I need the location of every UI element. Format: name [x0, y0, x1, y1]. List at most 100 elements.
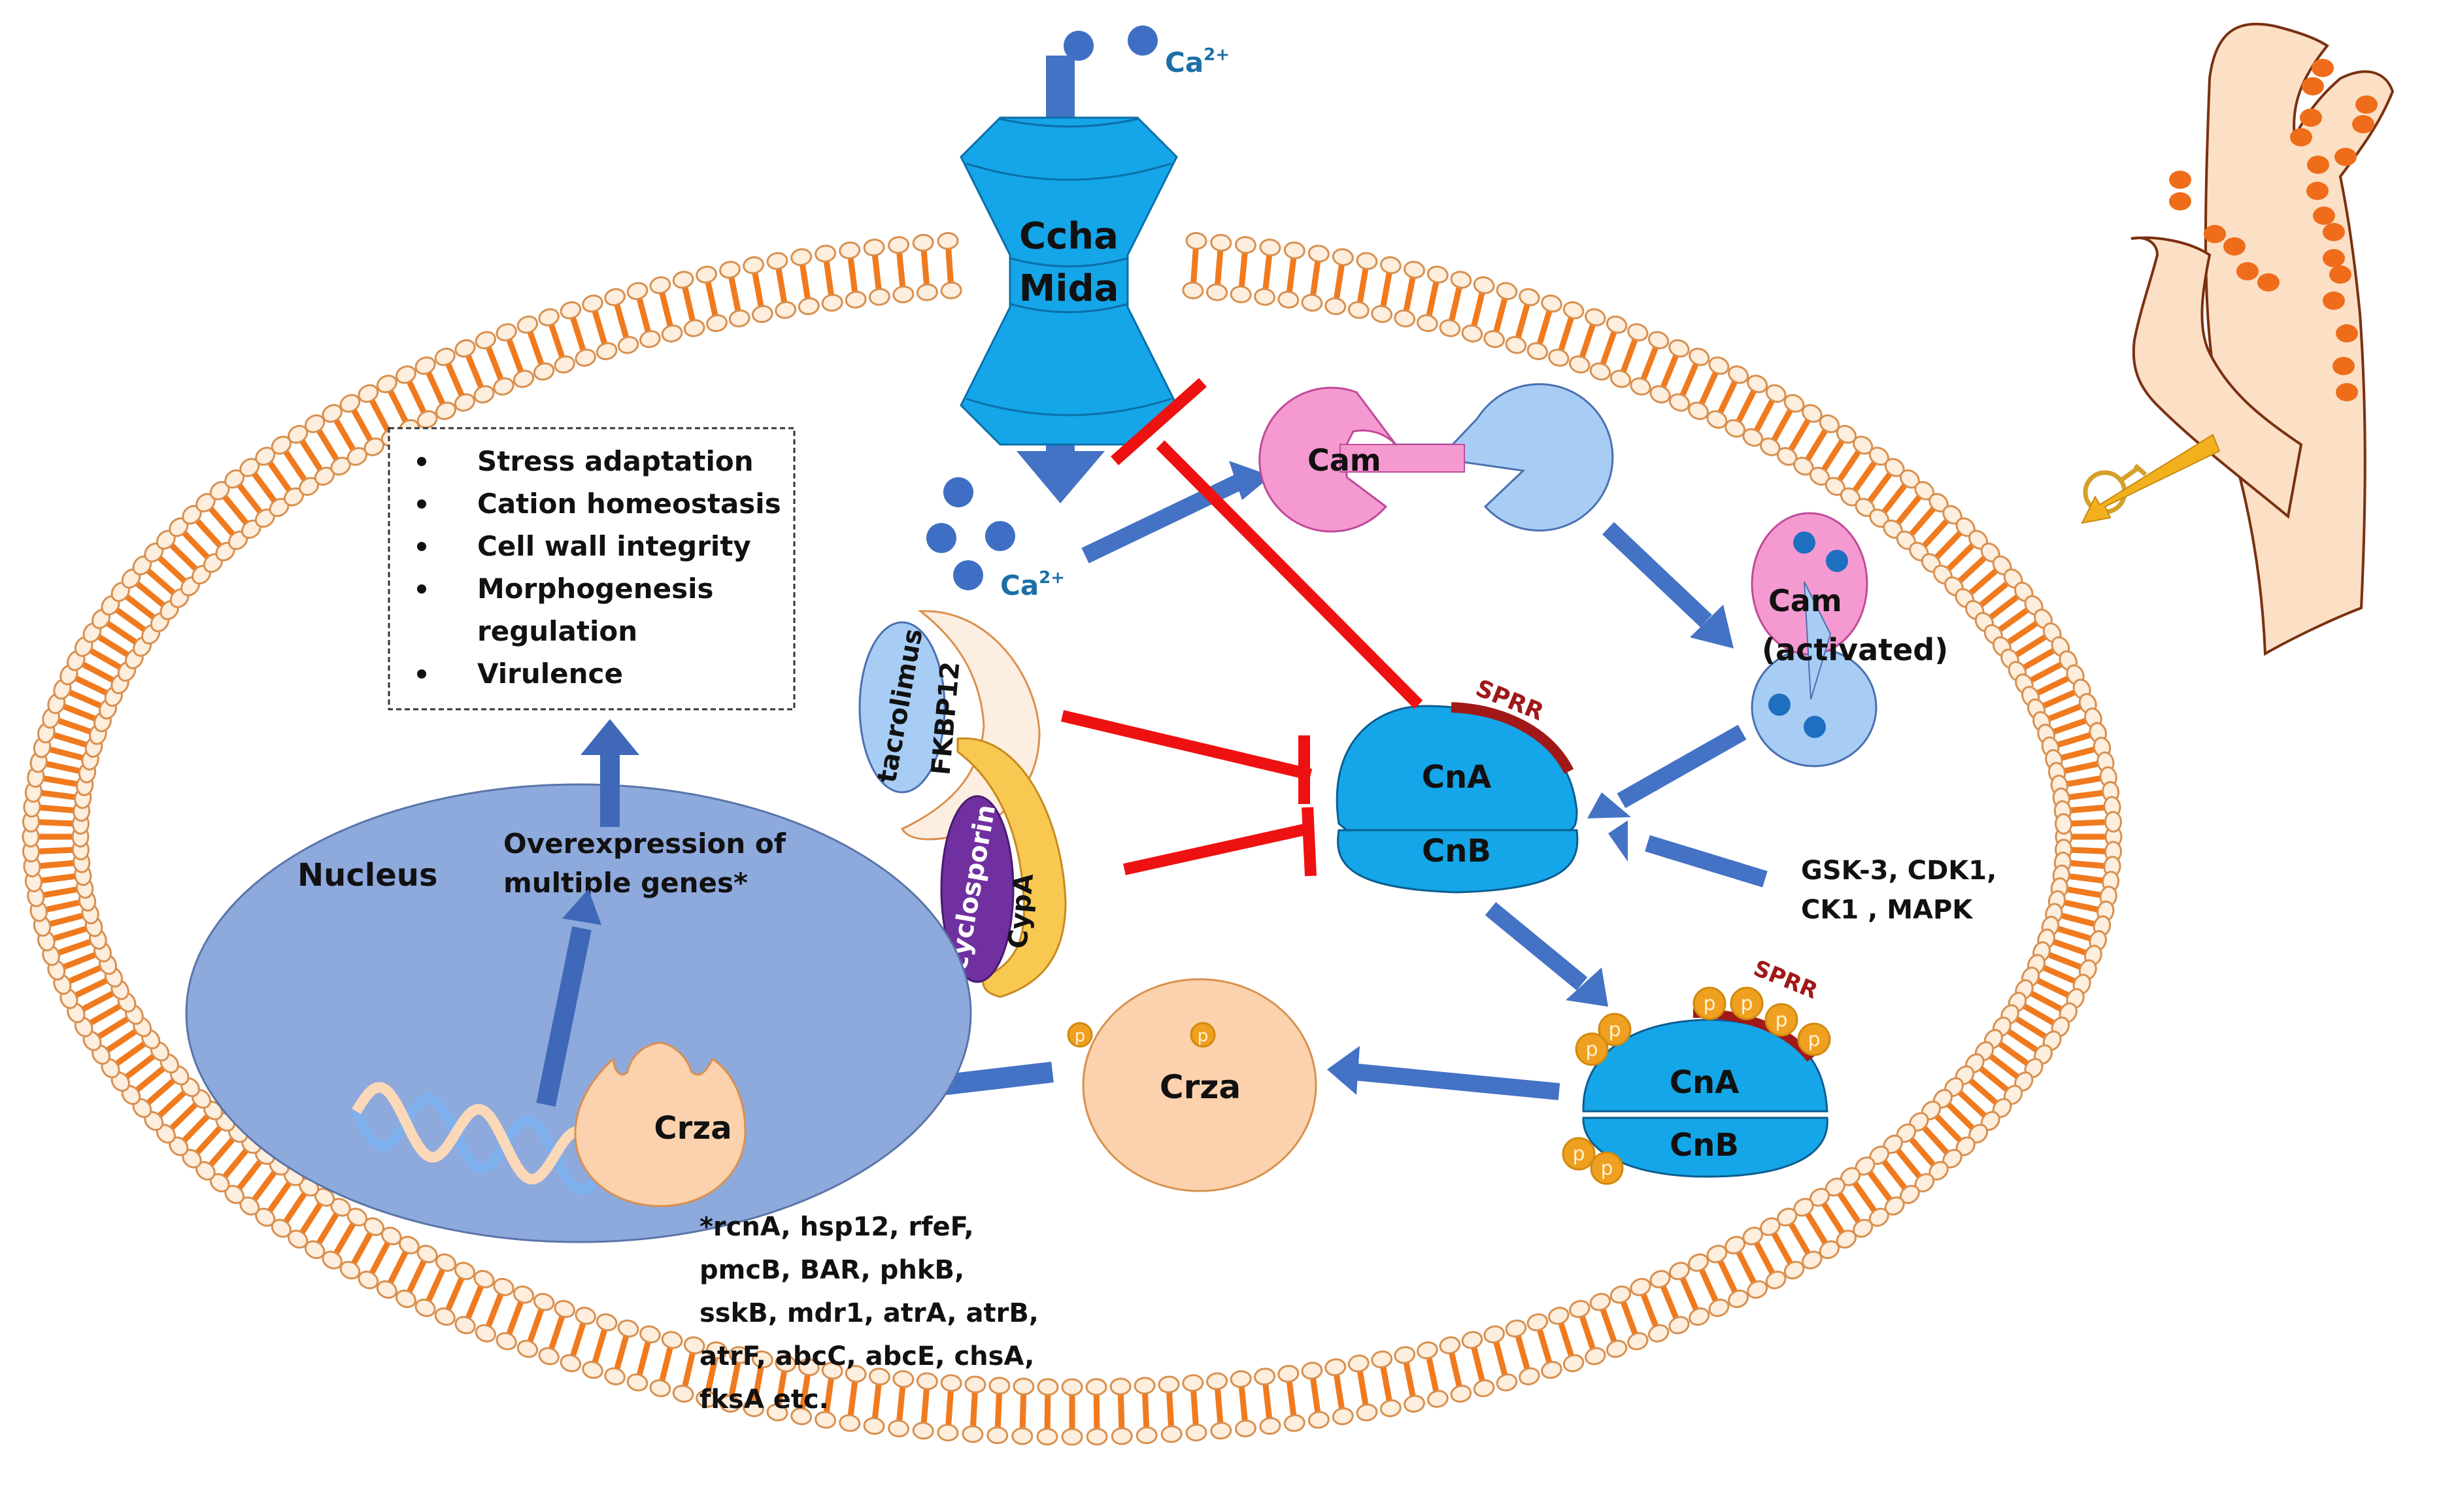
lipid-head: [1496, 1373, 1518, 1392]
lipid-head: [1505, 1319, 1527, 1338]
bullet-icon: [417, 499, 426, 509]
lipid-head: [1234, 236, 1256, 254]
lipid-head: [582, 1360, 603, 1379]
lipid-head: [892, 1370, 915, 1388]
lipid-head: [940, 281, 962, 299]
lipid-head: [1085, 1378, 1107, 1396]
lipid-head: [821, 294, 843, 312]
phosphate-group: [1562, 1137, 1596, 1171]
cam-label: Cam: [1307, 443, 1381, 478]
arrow-kinases-to-calcineurin: [1608, 820, 1768, 888]
hypha-nucleus-dot: [2323, 292, 2345, 310]
lipid-head: [798, 297, 820, 316]
expression-label-2: multiple genes*: [503, 867, 748, 899]
lipid-head: [766, 252, 788, 270]
hypha-nucleus-dot: [2300, 109, 2322, 127]
lipid-head: [1134, 1377, 1156, 1395]
hypha-nucleus-dot: [2332, 357, 2355, 375]
lipid-head: [1585, 1347, 1606, 1366]
kinases-label-1: GSK-3, CDK1,: [1801, 856, 1996, 886]
lipid-head: [1283, 1414, 1305, 1432]
crza-cytoplasm: [1067, 978, 1317, 1192]
lipid-head: [1606, 1339, 1628, 1358]
lipid-head: [496, 1332, 517, 1351]
lipid-head: [376, 375, 397, 394]
lipid-head: [912, 1422, 934, 1440]
hypha-nucleus-dot: [2290, 128, 2312, 146]
lipid-head: [1473, 276, 1495, 295]
lipid-head: [434, 347, 456, 366]
lipid-head: [815, 1411, 837, 1429]
lipid-head: [1765, 1270, 1787, 1290]
lipid-head: [719, 1394, 741, 1413]
channel-label-ccha: Ccha: [1019, 215, 1119, 258]
hypha-nucleus-dot: [2336, 383, 2358, 401]
bullet-icon: [417, 584, 426, 594]
lipid-head: [1562, 301, 1585, 320]
lipid-head: [395, 1289, 416, 1309]
lipid-head: [1526, 1313, 1549, 1332]
lipid-head: [395, 365, 416, 384]
lipid-head: [696, 1390, 717, 1408]
calcium-ions-outside: [1064, 25, 1158, 61]
lipid-head: [1450, 1385, 1472, 1403]
lipid-head: [1061, 1428, 1083, 1446]
lipid-head: [554, 355, 575, 374]
lipid-head: [845, 1365, 867, 1383]
lipid-head: [1182, 1374, 1204, 1392]
lipid-head: [475, 331, 496, 350]
lipid-head: [626, 282, 648, 300]
lipid-head: [1728, 365, 1749, 384]
lipid-head: [1585, 308, 1606, 327]
lipid-head: [1708, 1298, 1730, 1317]
lipid-head: [596, 342, 618, 360]
lipid-head: [672, 271, 694, 289]
crza-cytoplasm-label: Crza: [1160, 1068, 1241, 1106]
cypa-label: CypA: [1003, 873, 1039, 950]
lipid-head: [706, 1341, 728, 1360]
hypha-nucleus-dot: [2329, 265, 2351, 284]
gene-list-line: *rcnA, hsp12, rfeF,: [699, 1212, 974, 1242]
calmodulin-activated: [1751, 512, 1877, 767]
lipid-head: [940, 1374, 962, 1392]
lipid-head: [790, 248, 813, 266]
hypha-nucleus-dot: [2236, 262, 2259, 280]
lipid-head: [473, 1269, 495, 1288]
lipid-head: [728, 1346, 750, 1364]
hypha-nucleus-dot: [2169, 171, 2191, 189]
hypha-nucleus-dot: [2312, 59, 2334, 77]
gene-list-line: pmcB, BAR, phkB,: [699, 1255, 964, 1285]
lipid-head: [696, 265, 717, 284]
lipid-head: [1689, 1307, 1710, 1326]
outcome-item: Morphogenesis: [477, 573, 714, 605]
lipid-head: [1158, 1375, 1180, 1394]
phosphate-label: p: [1600, 1157, 1613, 1180]
lipid-head: [1439, 319, 1461, 337]
lipid-head: [1473, 1379, 1495, 1398]
lipid-head: [988, 1377, 1011, 1395]
lipid-head: [473, 385, 495, 404]
lipid-head: [1461, 1331, 1483, 1349]
hypha-nucleus-dot: [2323, 249, 2345, 267]
lipid-head: [1541, 294, 1562, 313]
lipid-head: [516, 1339, 539, 1358]
lipid-head: [1307, 244, 1330, 263]
lipid-head: [493, 377, 514, 396]
lipid-head: [1461, 324, 1483, 343]
lipid-head: [839, 1414, 861, 1432]
lipid-head: [1109, 1377, 1132, 1396]
cam-activated-label-1: Cam: [1768, 583, 1842, 618]
lipid-head: [1013, 1377, 1035, 1396]
lipid-head: [1649, 385, 1671, 404]
phospho-cna-label: CnA: [1670, 1064, 1740, 1101]
lipid-head: [1668, 393, 1691, 412]
infection-arrow: [2081, 433, 2221, 524]
lipid-head: [1417, 1341, 1438, 1360]
fungal-hypha-icon: [2130, 22, 2395, 656]
lipid-head: [1301, 1362, 1323, 1380]
channel-label-mida: Mida: [1019, 267, 1119, 310]
lipid-head: [339, 394, 361, 413]
arrow-ca-to-cam: [1081, 461, 1271, 563]
lipid-head: [1417, 314, 1438, 332]
